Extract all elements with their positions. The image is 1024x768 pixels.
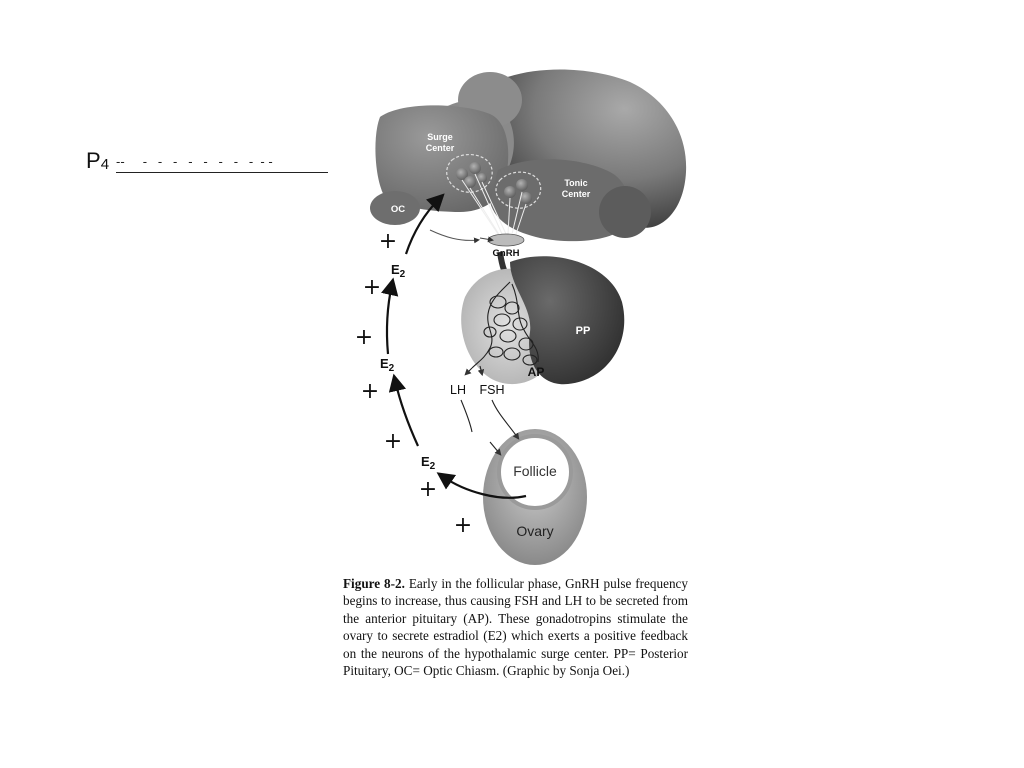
posterior-pituitary	[510, 256, 625, 385]
hypothalamus-pituitary-ovary-diagram: Surge Center Tonic Center OC PP GnRH AP …	[355, 69, 687, 565]
p4-underline	[116, 172, 328, 173]
lh-label: LH	[450, 383, 466, 397]
e2-label-top: E2	[391, 262, 406, 280]
oc-label: OC	[391, 204, 405, 215]
caption-text: Early in the follicular phase, GnRH puls…	[343, 576, 688, 679]
portal-vessels	[464, 281, 539, 377]
figure-label: Figure 8-2.	[343, 576, 405, 591]
p4-label: P4 -- - - - - - - - - - -	[86, 148, 331, 178]
plus-4: +	[361, 379, 379, 404]
gnrh-label: GnRH	[493, 248, 520, 259]
ovary	[483, 429, 587, 565]
figure-caption: Figure 8-2. Early in the follicular phas…	[343, 575, 688, 679]
p4-dashes: -- - - - - - - - - - -	[116, 154, 273, 169]
fsh-arrow	[491, 399, 520, 440]
ap-label: AP	[528, 365, 545, 379]
tonic-center-label-1: Tonic	[564, 178, 587, 188]
pp-label: PP	[576, 325, 591, 337]
tonic-neurons	[495, 171, 542, 209]
plus-3: +	[355, 325, 373, 350]
e2-label-bottom: E2	[421, 454, 436, 472]
gnrh-terminal	[429, 229, 525, 247]
surge-center-label-2: Center	[426, 143, 455, 153]
p4-text: P4	[86, 148, 110, 173]
lh-arrow	[489, 441, 502, 456]
plus-1: +	[379, 229, 397, 254]
lh-line	[460, 399, 473, 433]
e2-label-middle: E2	[380, 356, 395, 374]
surge-neurons	[446, 153, 493, 193]
hypothalamus	[370, 69, 687, 242]
tonic-center-label-2: Center	[562, 189, 591, 199]
plus-5: +	[384, 429, 402, 454]
follicle-label: Follicle	[513, 463, 557, 479]
surge-center-label-1: Surge	[427, 132, 453, 142]
fsh-label: FSH	[480, 383, 505, 397]
axons	[461, 173, 527, 237]
ovary-label: Ovary	[516, 523, 553, 539]
plus-2: +	[363, 275, 381, 300]
plus-7: +	[454, 513, 472, 538]
plus-6: +	[419, 477, 437, 502]
e2-feedback-arrows	[381, 193, 527, 499]
